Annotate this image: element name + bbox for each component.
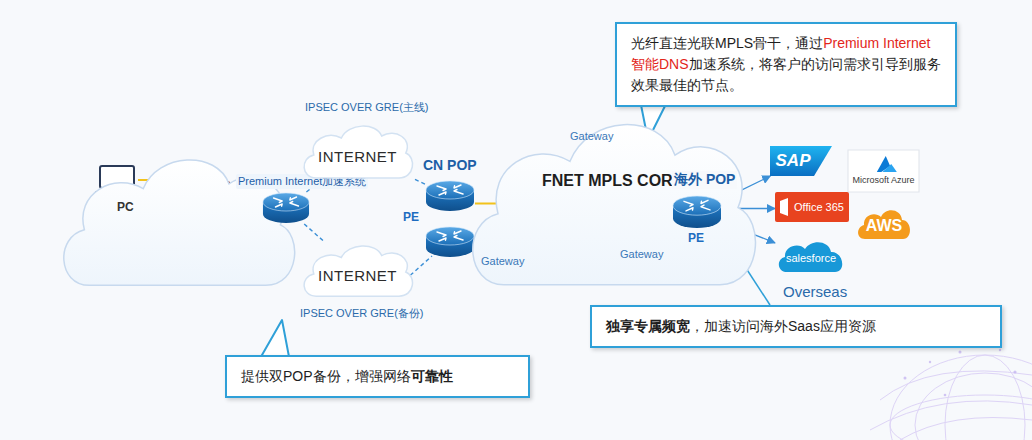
node-text: salesforce [786, 252, 836, 264]
internet-cloud: INTERNET [300, 122, 415, 182]
saas-logo: SAP [770, 146, 832, 176]
node-text: 可靠性 [411, 368, 453, 384]
connector [304, 224, 324, 242]
router-node: 海外 POPPE [672, 195, 722, 229]
router-icon [425, 180, 475, 212]
node-text: PE [688, 231, 704, 245]
node-text: AWS [866, 217, 902, 235]
node-text: FNET MPLS CORE [542, 172, 683, 190]
saas-logo: salesforce [775, 238, 847, 276]
diagram-label: IPSEC OVER GRE(备份) [300, 306, 423, 321]
diagram-label: IPSEC OVER GRE(主线) [305, 100, 428, 115]
node-text: INTERNET [318, 267, 397, 284]
node-text: INTERNET [318, 148, 397, 165]
node-text: Microsoft Azure [852, 175, 914, 185]
node-text: 提供双POP备份，增强网络 [241, 368, 411, 384]
node-text: ，加速访问海外Saas应用资源 [690, 318, 876, 334]
lan-cloud: PC [55, 150, 300, 295]
router-icon [262, 192, 310, 224]
node-text: 独享专属频宽 [606, 318, 690, 334]
logo-shape [848, 150, 919, 192]
callout-box: 提供双POP备份，增强网络可靠性 [225, 355, 530, 398]
node-text: SAP [776, 151, 811, 171]
node-text: PE [403, 210, 419, 224]
router-node: CN POPPE [425, 180, 475, 212]
node-text: PC [117, 200, 134, 214]
saas-logo: AWS [855, 205, 913, 243]
diagram-label: Gateway [620, 248, 663, 260]
saas-logo: Microsoft Azure [848, 150, 919, 192]
node-text: CN POP [421, 157, 479, 173]
diagram-label: Gateway [481, 255, 524, 267]
diagram-label: Overseas [783, 283, 847, 300]
connector [415, 179, 425, 184]
node-text: 光纤直连光联MPLS骨干，通过 [631, 35, 823, 51]
router-node: Premium Internet加速系统 [262, 192, 310, 224]
callout-box: 独享专属频宽，加速访问海外Saas应用资源 [590, 305, 1002, 348]
diagram-label: Gateway [570, 130, 613, 142]
internet-cloud: INTERNET [300, 242, 415, 300]
saas-logo: Office 365 [775, 192, 849, 222]
node-text: 海外 POP [672, 171, 737, 189]
node-text: Office 365 [794, 201, 844, 213]
cloud-shape [55, 150, 300, 295]
router-icon [672, 195, 722, 229]
callout-box: 光纤直连光联MPLS骨干，通过Premium Internet 智能DNS加速系… [615, 22, 957, 107]
